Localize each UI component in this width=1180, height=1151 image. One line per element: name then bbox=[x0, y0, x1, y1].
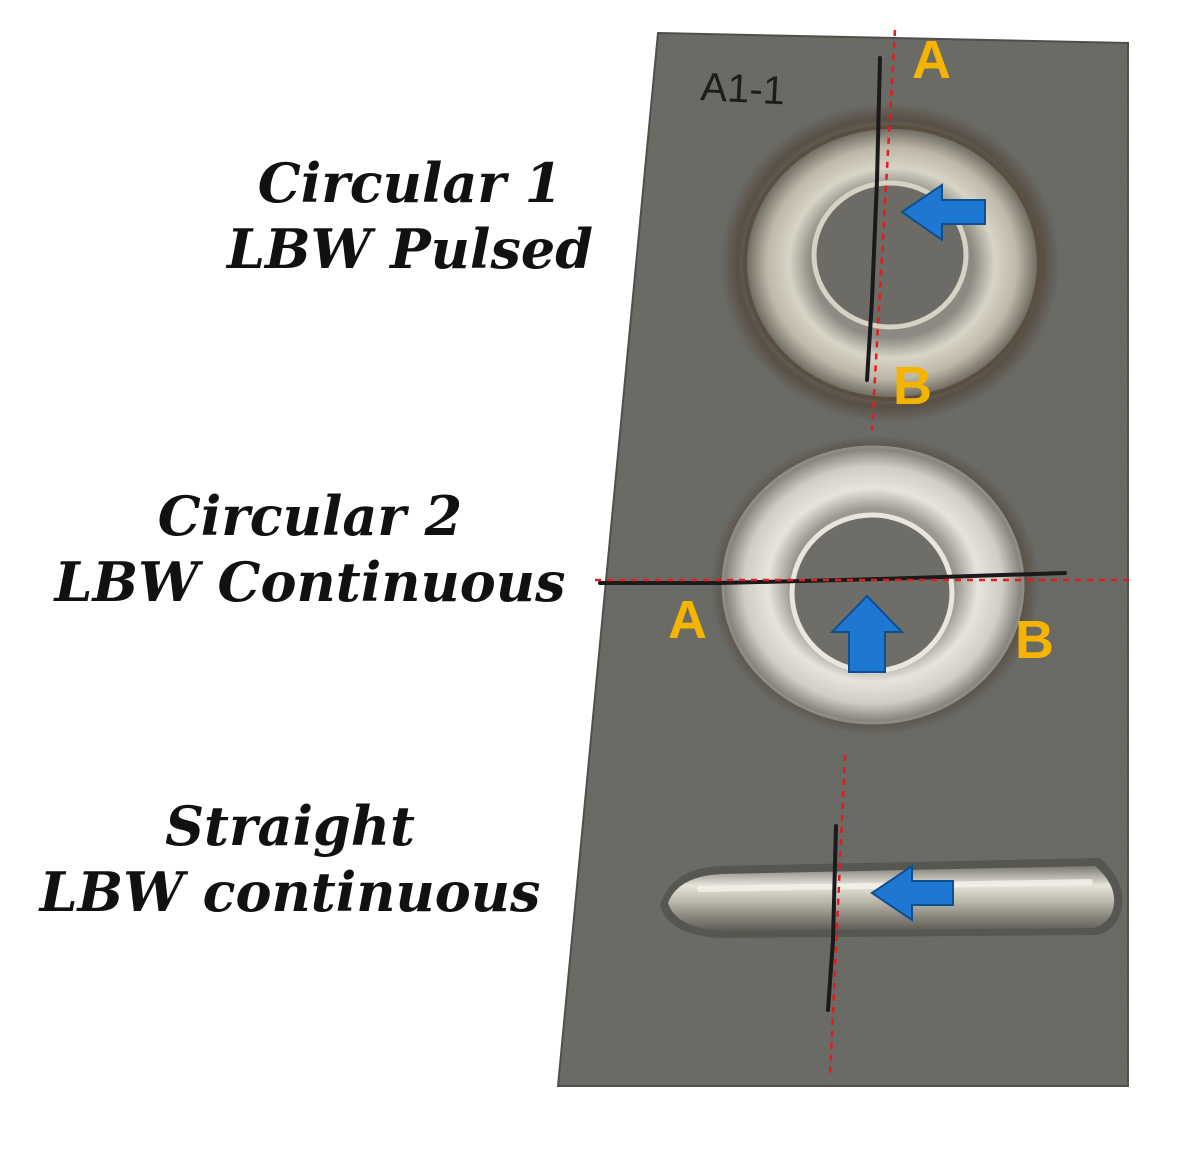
caption-circular-1-method: LBW Pulsed bbox=[227, 217, 593, 281]
marker-b-weld-1: B bbox=[893, 356, 932, 416]
caption-circular-2: Circular 2 LBW Continuous bbox=[30, 483, 590, 615]
caption-straight: Straight LBW continuous bbox=[30, 793, 550, 925]
arrow-icon-weld-2 bbox=[829, 594, 905, 673]
specimen-label: A1-1 bbox=[700, 65, 787, 113]
arrow-icon-weld-1 bbox=[900, 183, 986, 242]
circular-weld-1 bbox=[720, 103, 1060, 423]
marker-a-weld-1: A bbox=[912, 30, 951, 90]
caption-circular-2-title: Circular 2 bbox=[157, 484, 463, 548]
circular-weld-2 bbox=[710, 435, 1040, 735]
caption-circular-2-method: LBW Continuous bbox=[54, 550, 566, 614]
marker-a-weld-2: A bbox=[668, 590, 707, 650]
arrow-icon-straight-weld bbox=[870, 864, 954, 922]
caption-straight-method: LBW continuous bbox=[39, 860, 541, 924]
caption-straight-title: Straight bbox=[165, 794, 415, 858]
caption-circular-1-title: Circular 1 bbox=[257, 151, 563, 215]
marker-b-weld-2: B bbox=[1015, 610, 1054, 670]
caption-circular-1: Circular 1 LBW Pulsed bbox=[190, 150, 630, 282]
section-lines bbox=[595, 29, 1132, 1079]
